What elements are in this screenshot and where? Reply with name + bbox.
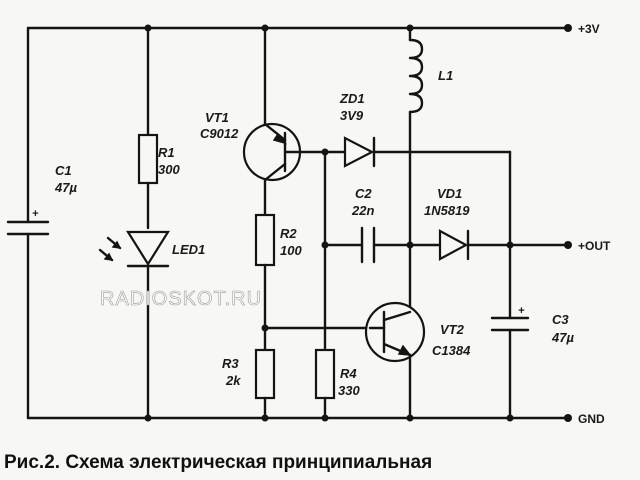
r3-ref: R3 bbox=[222, 356, 239, 371]
zener-zd1 bbox=[343, 136, 376, 168]
resistor-r1 bbox=[137, 133, 159, 185]
c1-ref: C1 bbox=[55, 163, 72, 178]
resistor-r2 bbox=[254, 213, 276, 267]
vd1-ref: VD1 bbox=[437, 186, 462, 201]
r2-value: 100 bbox=[280, 243, 302, 258]
vcc-terminal bbox=[564, 24, 572, 32]
c1-value: 47µ bbox=[54, 180, 77, 195]
figure-caption: Рис.2. Схема электрическая принципиальна… bbox=[4, 452, 433, 473]
gnd-terminal bbox=[564, 414, 572, 422]
led1-light-arrows-icon bbox=[98, 236, 122, 262]
vcc-label: +3V bbox=[578, 22, 600, 36]
l1-ref: L1 bbox=[438, 68, 453, 83]
svg-text:+: + bbox=[518, 305, 525, 317]
c2-value: 22n bbox=[351, 203, 374, 218]
led1-diode bbox=[126, 230, 170, 268]
capacitor-c2 bbox=[360, 226, 376, 264]
c3-value: 47µ bbox=[551, 330, 574, 345]
transistor-vt1 bbox=[242, 122, 302, 182]
watermark: RADIOSKOT.RU bbox=[100, 288, 262, 310]
gnd-label: GND bbox=[578, 412, 605, 426]
out-label: +OUT bbox=[578, 239, 611, 253]
led1-ref: LED1 bbox=[172, 242, 205, 257]
c3-ref: C3 bbox=[552, 312, 569, 327]
r1-value: 300 bbox=[158, 162, 180, 177]
vt2-part: C1384 bbox=[432, 343, 471, 358]
vt2-ref: VT2 bbox=[440, 322, 465, 337]
r2-ref: R2 bbox=[280, 226, 297, 241]
resistor-r4 bbox=[314, 348, 336, 400]
vt1-part: C9012 bbox=[200, 126, 239, 141]
capacitor-c1: + bbox=[6, 26, 50, 420]
vt1-ref: VT1 bbox=[205, 110, 229, 125]
transistor-vt2 bbox=[364, 301, 426, 363]
vd1-part: 1N5819 bbox=[424, 203, 470, 218]
zd1-ref: ZD1 bbox=[339, 91, 365, 106]
r1-ref: R1 bbox=[158, 145, 175, 160]
r4-ref: R4 bbox=[340, 366, 357, 381]
resistor-r3 bbox=[254, 348, 276, 400]
circuit-diagram: +3V +OUT GND + C1 47µ R1 300 LED1 VT1 bbox=[6, 22, 611, 426]
inductor-l1 bbox=[408, 38, 424, 114]
diode-vd1 bbox=[438, 229, 470, 261]
zd1-value: 3V9 bbox=[340, 108, 364, 123]
r4-value: 330 bbox=[338, 383, 360, 398]
c1-plus-mark: + bbox=[32, 208, 39, 220]
c2-ref: C2 bbox=[355, 186, 372, 201]
r3-value: 2k bbox=[225, 373, 241, 388]
